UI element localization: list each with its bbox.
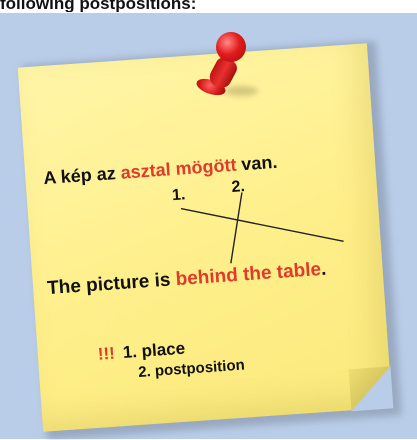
page-heading: following postpositions:	[0, 0, 197, 12]
legend-list: !!!1. place 2. postposition	[97, 335, 245, 384]
english-prefix: The picture is	[46, 269, 177, 300]
line-postposition-to-highlight	[230, 192, 243, 264]
crossing-lines	[180, 192, 344, 264]
line-place-to-highlight	[180, 207, 344, 243]
note-corner-fold	[348, 366, 394, 412]
list-item-place: 1. place	[122, 338, 186, 362]
sticky-note: A kép az asztal mögött van. 1. 2. The pi…	[17, 43, 394, 432]
push-pin-icon	[188, 28, 258, 108]
hungarian-suffix: van.	[235, 151, 279, 175]
exclamation-marks: !!!	[97, 343, 116, 364]
hungarian-prefix: A kép az	[42, 162, 122, 189]
hungarian-highlight: asztal mögött	[119, 154, 238, 183]
top-strip	[0, 0, 417, 13]
